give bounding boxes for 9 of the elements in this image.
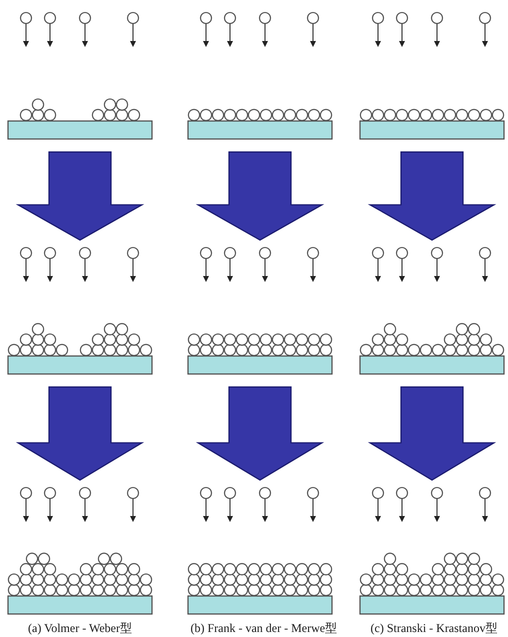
block-arrow [368, 386, 496, 481]
block-arrow [16, 151, 144, 241]
caption: (b) Frank - van der - Merwe型 [190, 620, 338, 637]
block-arrow [368, 151, 496, 241]
block-arrow [16, 386, 144, 481]
caption: (a) Volmer - Weber型 [28, 620, 132, 637]
block-arrow [196, 151, 324, 241]
caption: (c) Stranski - Krastanov型 [370, 620, 498, 637]
block-arrow [196, 386, 324, 481]
